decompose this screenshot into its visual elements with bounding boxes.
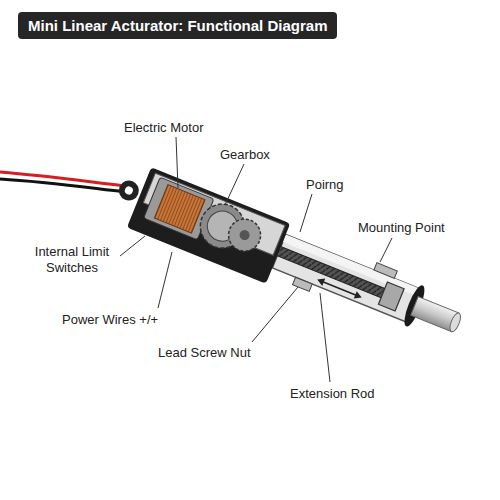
part-label: Power Wires +/+ [62, 312, 158, 328]
title-banner: Mini Linear Acturator: Functional Diagra… [18, 12, 337, 39]
part-label: Poirng [306, 177, 344, 193]
part-label: Extension Rod [290, 386, 375, 402]
part-label: Electric Motor [124, 120, 203, 136]
part-label: Gearbox [220, 147, 270, 163]
part-label: Lead Screw Nut [158, 345, 251, 361]
part-label: Internal Limit Switches [22, 244, 122, 275]
part-label: Mounting Point [358, 220, 445, 236]
